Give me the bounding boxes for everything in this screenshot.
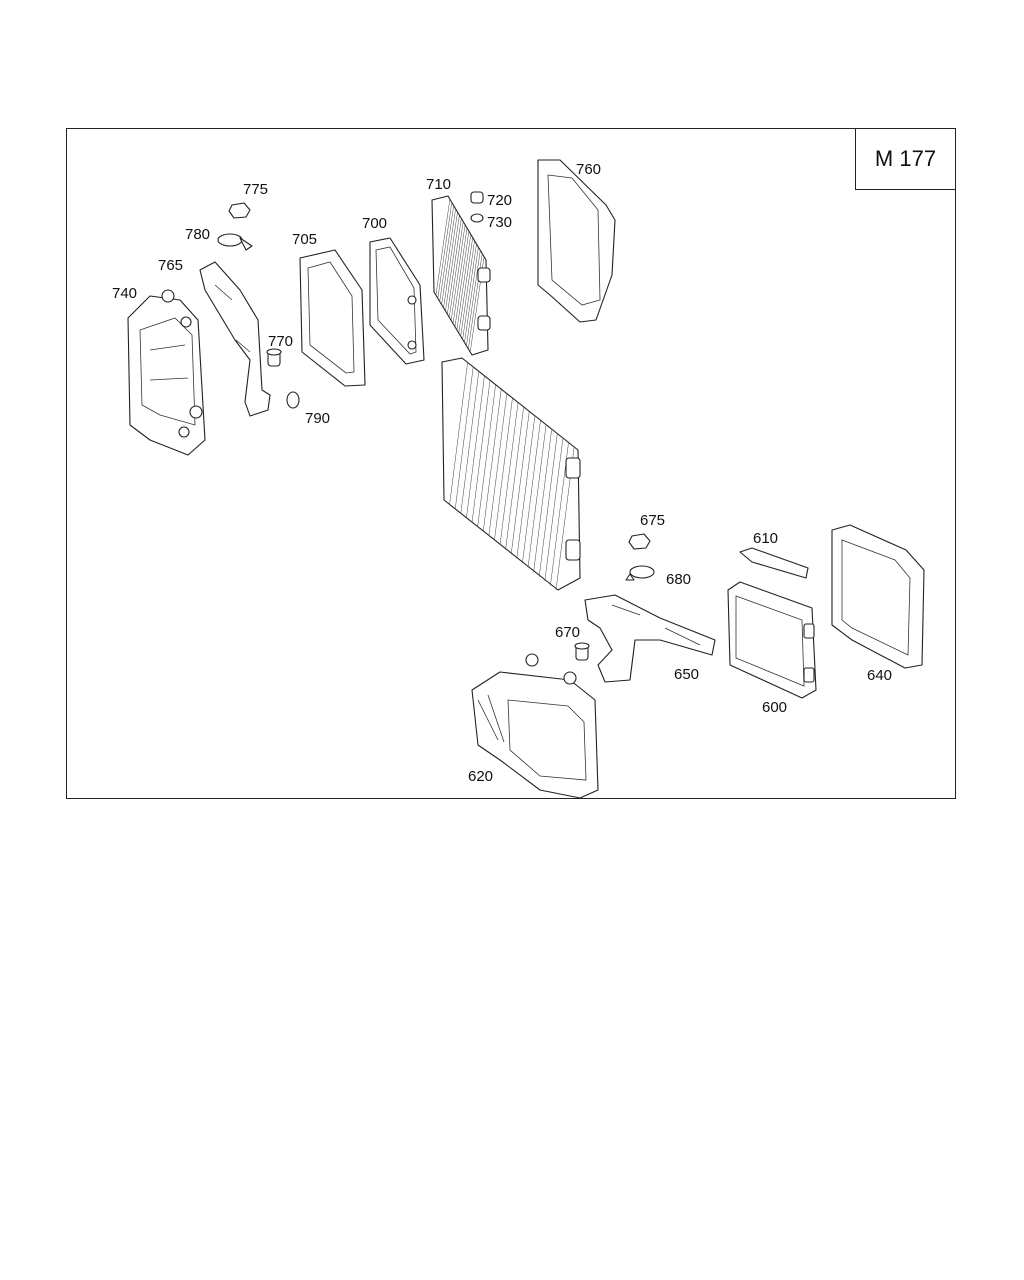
part-640-shroud [831, 524, 925, 669]
part-740-fan-shroud [127, 289, 206, 456]
callout-705: 705 [292, 231, 317, 248]
part-775-nut [228, 202, 251, 219]
part-650-bracket [584, 594, 716, 683]
callout-780: 780 [185, 226, 210, 243]
part-main-radiator [441, 357, 581, 591]
callout-610: 610 [753, 530, 778, 547]
callout-760: 760 [576, 161, 601, 178]
diagram-code-label: M 177 [855, 128, 956, 190]
callout-675: 675 [640, 512, 665, 529]
callout-730: 730 [487, 214, 512, 231]
part-765-bracket [199, 261, 271, 417]
callout-770: 770 [268, 333, 293, 350]
part-710-condenser [431, 195, 491, 356]
callout-710: 710 [426, 176, 451, 193]
part-680-ring [625, 565, 655, 581]
callout-640: 640 [867, 667, 892, 684]
callout-775: 775 [243, 181, 268, 198]
callout-720: 720 [487, 192, 512, 209]
callout-765: 765 [158, 257, 183, 274]
part-780-ring [217, 233, 253, 251]
part-675-nut [628, 533, 651, 550]
part-770-plug [266, 348, 282, 367]
part-790-washer [286, 391, 300, 409]
part-730-seal-ring [470, 213, 484, 223]
callout-650: 650 [674, 666, 699, 683]
callout-670: 670 [555, 624, 580, 641]
part-620-fan-frame [471, 653, 599, 799]
callout-680: 680 [666, 571, 691, 588]
part-720-plug [470, 191, 484, 204]
callout-620: 620 [468, 768, 493, 785]
callout-600: 600 [762, 699, 787, 716]
part-600-cooler [727, 581, 817, 699]
part-670-plug [574, 642, 590, 661]
part-705-frame [299, 249, 366, 387]
callout-740: 740 [112, 285, 137, 302]
part-760-shroud [537, 159, 616, 323]
callout-790: 790 [305, 410, 330, 427]
part-610-strip [739, 547, 809, 579]
part-700-cooler [369, 237, 425, 365]
callout-700: 700 [362, 215, 387, 232]
diagram-frame [66, 128, 956, 799]
